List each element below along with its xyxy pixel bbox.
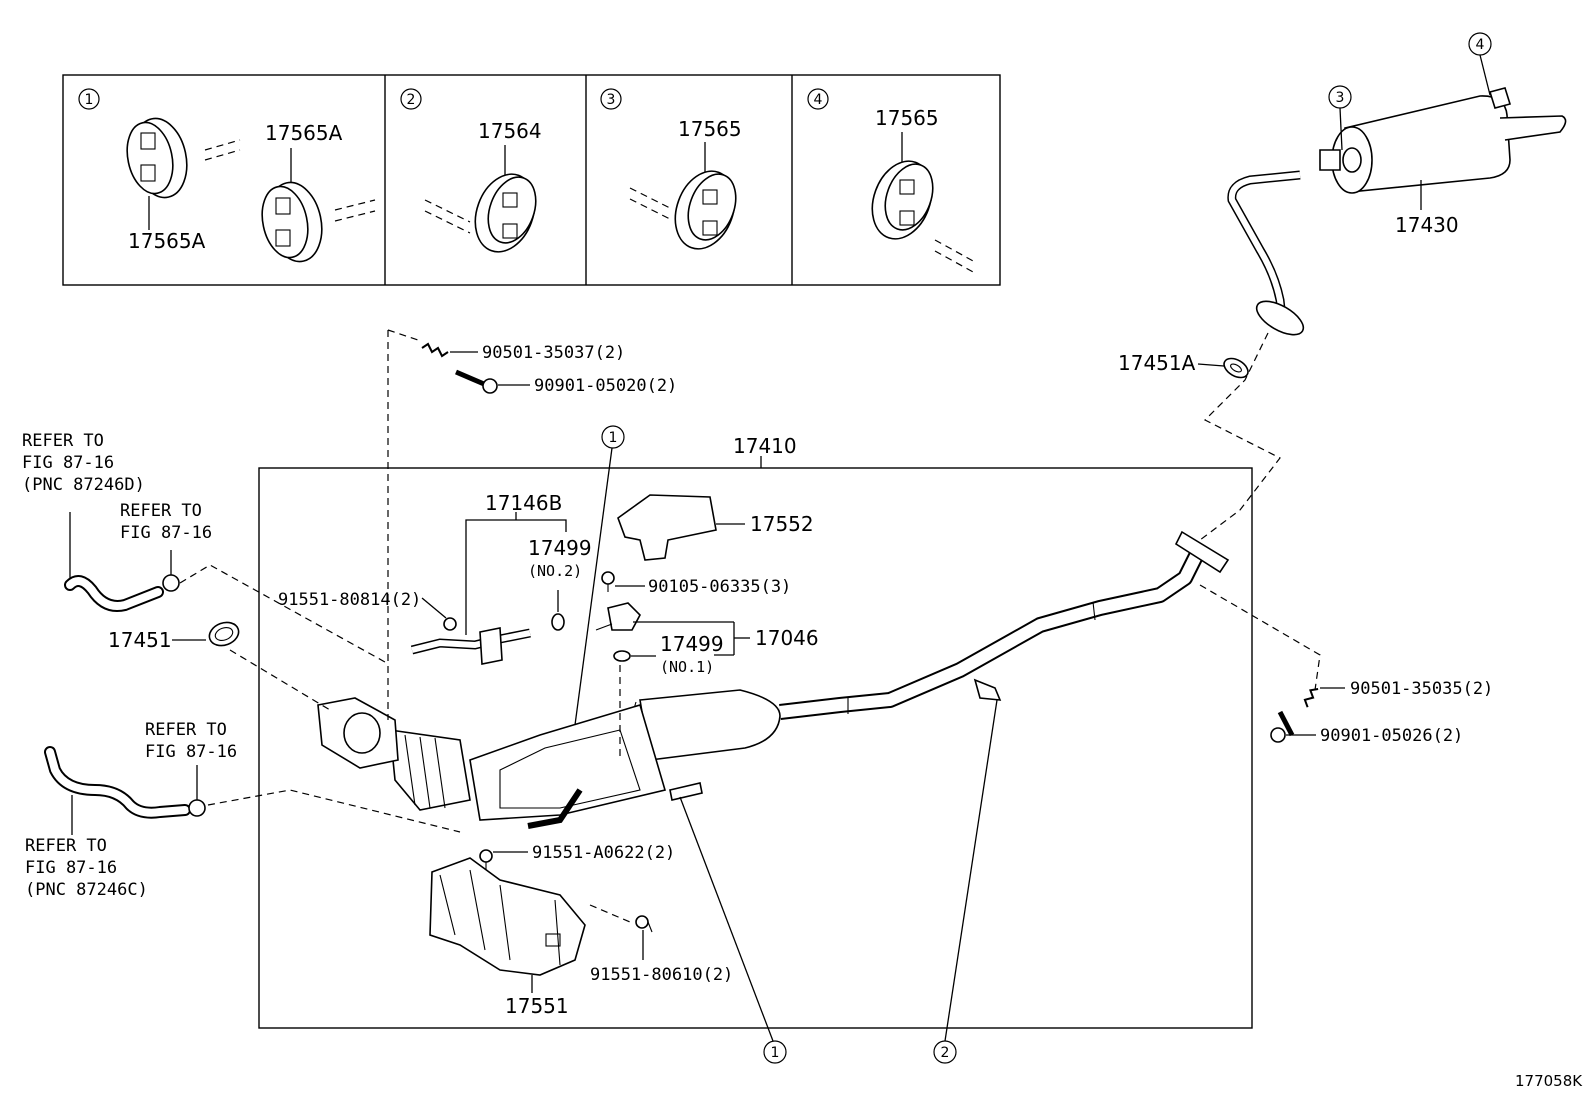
part-90901-05026: 90901-05026(2) <box>1320 726 1463 746</box>
front-exhaust-pipe[interactable] <box>317 530 1230 829</box>
reference-hose-upper[interactable] <box>64 512 164 612</box>
ref3-line2: FIG 87-16 <box>145 742 237 762</box>
ref2-line2: FIG 87-16 <box>120 523 212 543</box>
callout-3: 3 <box>1336 90 1345 106</box>
part-90501-35037: 90501-35037(2) <box>482 343 625 363</box>
front-pipe-box: 17410 <box>258 434 1253 1029</box>
hanger-inset-panel: 1 17565A 17565A <box>62 74 1001 286</box>
part-17565-inset3: 17565 <box>678 117 742 141</box>
bolt-90901-05026[interactable]: 90901-05026(2) <box>1270 710 1463 746</box>
callout-4: 4 <box>1476 37 1485 53</box>
pipe-17146B[interactable]: 17146B <box>410 491 567 665</box>
bolt-91551-A0622[interactable]: 91551-A0622(2) <box>479 843 675 870</box>
ref4-line1: REFER TO <box>25 836 107 856</box>
inset-3-number: 3 <box>607 92 616 108</box>
inset-2-number: 2 <box>407 92 416 108</box>
bolt-91551-80610[interactable]: 91551-80610(2) <box>589 904 733 985</box>
callout-1-bottom: 1 <box>771 1045 780 1061</box>
heat-insulator-17552[interactable]: 17552 <box>617 494 814 561</box>
reference-note-4: REFER TO FIG 87-16 (PNC 87246C) <box>25 836 148 900</box>
sensor-17046[interactable]: 17046 <box>595 602 819 656</box>
part-17551: 17551 <box>505 994 569 1018</box>
part-17451A: 17451A <box>1118 351 1196 375</box>
part-17499-no1-sub: (NO.1) <box>660 658 714 676</box>
inset-3[interactable]: 3 17565 <box>600 88 745 257</box>
part-17499-no2: 17499 <box>528 536 592 560</box>
oring-17499-no2[interactable]: 17499 (NO.2) <box>528 536 592 631</box>
part-90901-05020: 90901-05020(2) <box>534 376 677 396</box>
part-17564: 17564 <box>478 119 542 143</box>
reference-hose-lower[interactable] <box>44 746 461 835</box>
part-17565A-upper: 17565A <box>265 121 343 145</box>
part-17430: 17430 <box>1395 213 1459 237</box>
part-17046: 17046 <box>755 626 819 650</box>
main-pipe-callouts: 1 1 2 <box>574 425 998 1064</box>
gasket-17451[interactable]: 17451 <box>108 619 242 652</box>
part-91551-80610: 91551-80610(2) <box>590 965 733 985</box>
muffler-assembly[interactable]: 17430 3 4 <box>1227 32 1567 341</box>
inset-1[interactable]: 1 17565A 17565A <box>78 88 376 267</box>
hanger-17565A-left <box>126 117 188 199</box>
bolt-90105-06335[interactable]: 90105-06335(3) <box>601 571 791 597</box>
heat-insulator-17551[interactable]: 17551 <box>429 857 586 1018</box>
hanger-17565A-right <box>261 181 323 263</box>
inset-4[interactable]: 4 17565 <box>807 88 976 274</box>
part-17565-inset4: 17565 <box>875 106 939 130</box>
ref1-line3: (PNC 87246D) <box>22 475 145 495</box>
bolt-91551-80814[interactable]: 91551-80814(2) <box>278 590 457 631</box>
inset-1-number: 1 <box>85 92 94 108</box>
part-91551-A0622: 91551-A0622(2) <box>532 843 675 863</box>
spring-90501-35035[interactable]: 90501-35035(2) <box>1302 679 1493 708</box>
part-17410: 17410 <box>733 434 797 458</box>
part-17565A-lower: 17565A <box>128 229 206 253</box>
ref4-line2: FIG 87-16 <box>25 858 117 878</box>
part-91551-80814: 91551-80814(2) <box>278 590 421 610</box>
part-17552: 17552 <box>750 512 814 536</box>
part-90501-35035: 90501-35035(2) <box>1350 679 1493 699</box>
inset-2[interactable]: 2 17564 <box>400 88 545 260</box>
inset-4-number: 4 <box>814 92 823 108</box>
ref3-line1: REFER TO <box>145 720 227 740</box>
figure-id: 177058K <box>1515 1072 1583 1090</box>
reference-clamp-upper[interactable] <box>162 550 386 663</box>
reference-note-3: REFER TO FIG 87-16 <box>145 720 237 762</box>
ref4-line3: (PNC 87246C) <box>25 880 148 900</box>
bolt-90901-05020[interactable]: 90901-05020(2) <box>455 369 677 396</box>
spring-90501-35037[interactable]: 90501-35037(2) <box>421 342 625 363</box>
gasket-17451A[interactable]: 17451A <box>1118 351 1251 381</box>
callout-2: 2 <box>941 1045 950 1061</box>
reference-note-2: REFER TO FIG 87-16 <box>120 501 212 543</box>
ref2-line1: REFER TO <box>120 501 202 521</box>
reference-note-1: REFER TO FIG 87-16 (PNC 87246D) <box>22 431 145 495</box>
part-17499-no2-sub: (NO.2) <box>528 562 582 580</box>
ref1-line2: FIG 87-16 <box>22 453 114 473</box>
part-17451: 17451 <box>108 628 172 652</box>
callout-1-top: 1 <box>609 430 618 446</box>
part-17499-no1: 17499 <box>660 632 724 656</box>
ref1-line1: REFER TO <box>22 431 104 451</box>
part-17146B: 17146B <box>485 491 562 515</box>
oring-17499-no1[interactable]: 17499 (NO.1) <box>613 632 724 676</box>
part-90105-06335: 90105-06335(3) <box>648 577 791 597</box>
